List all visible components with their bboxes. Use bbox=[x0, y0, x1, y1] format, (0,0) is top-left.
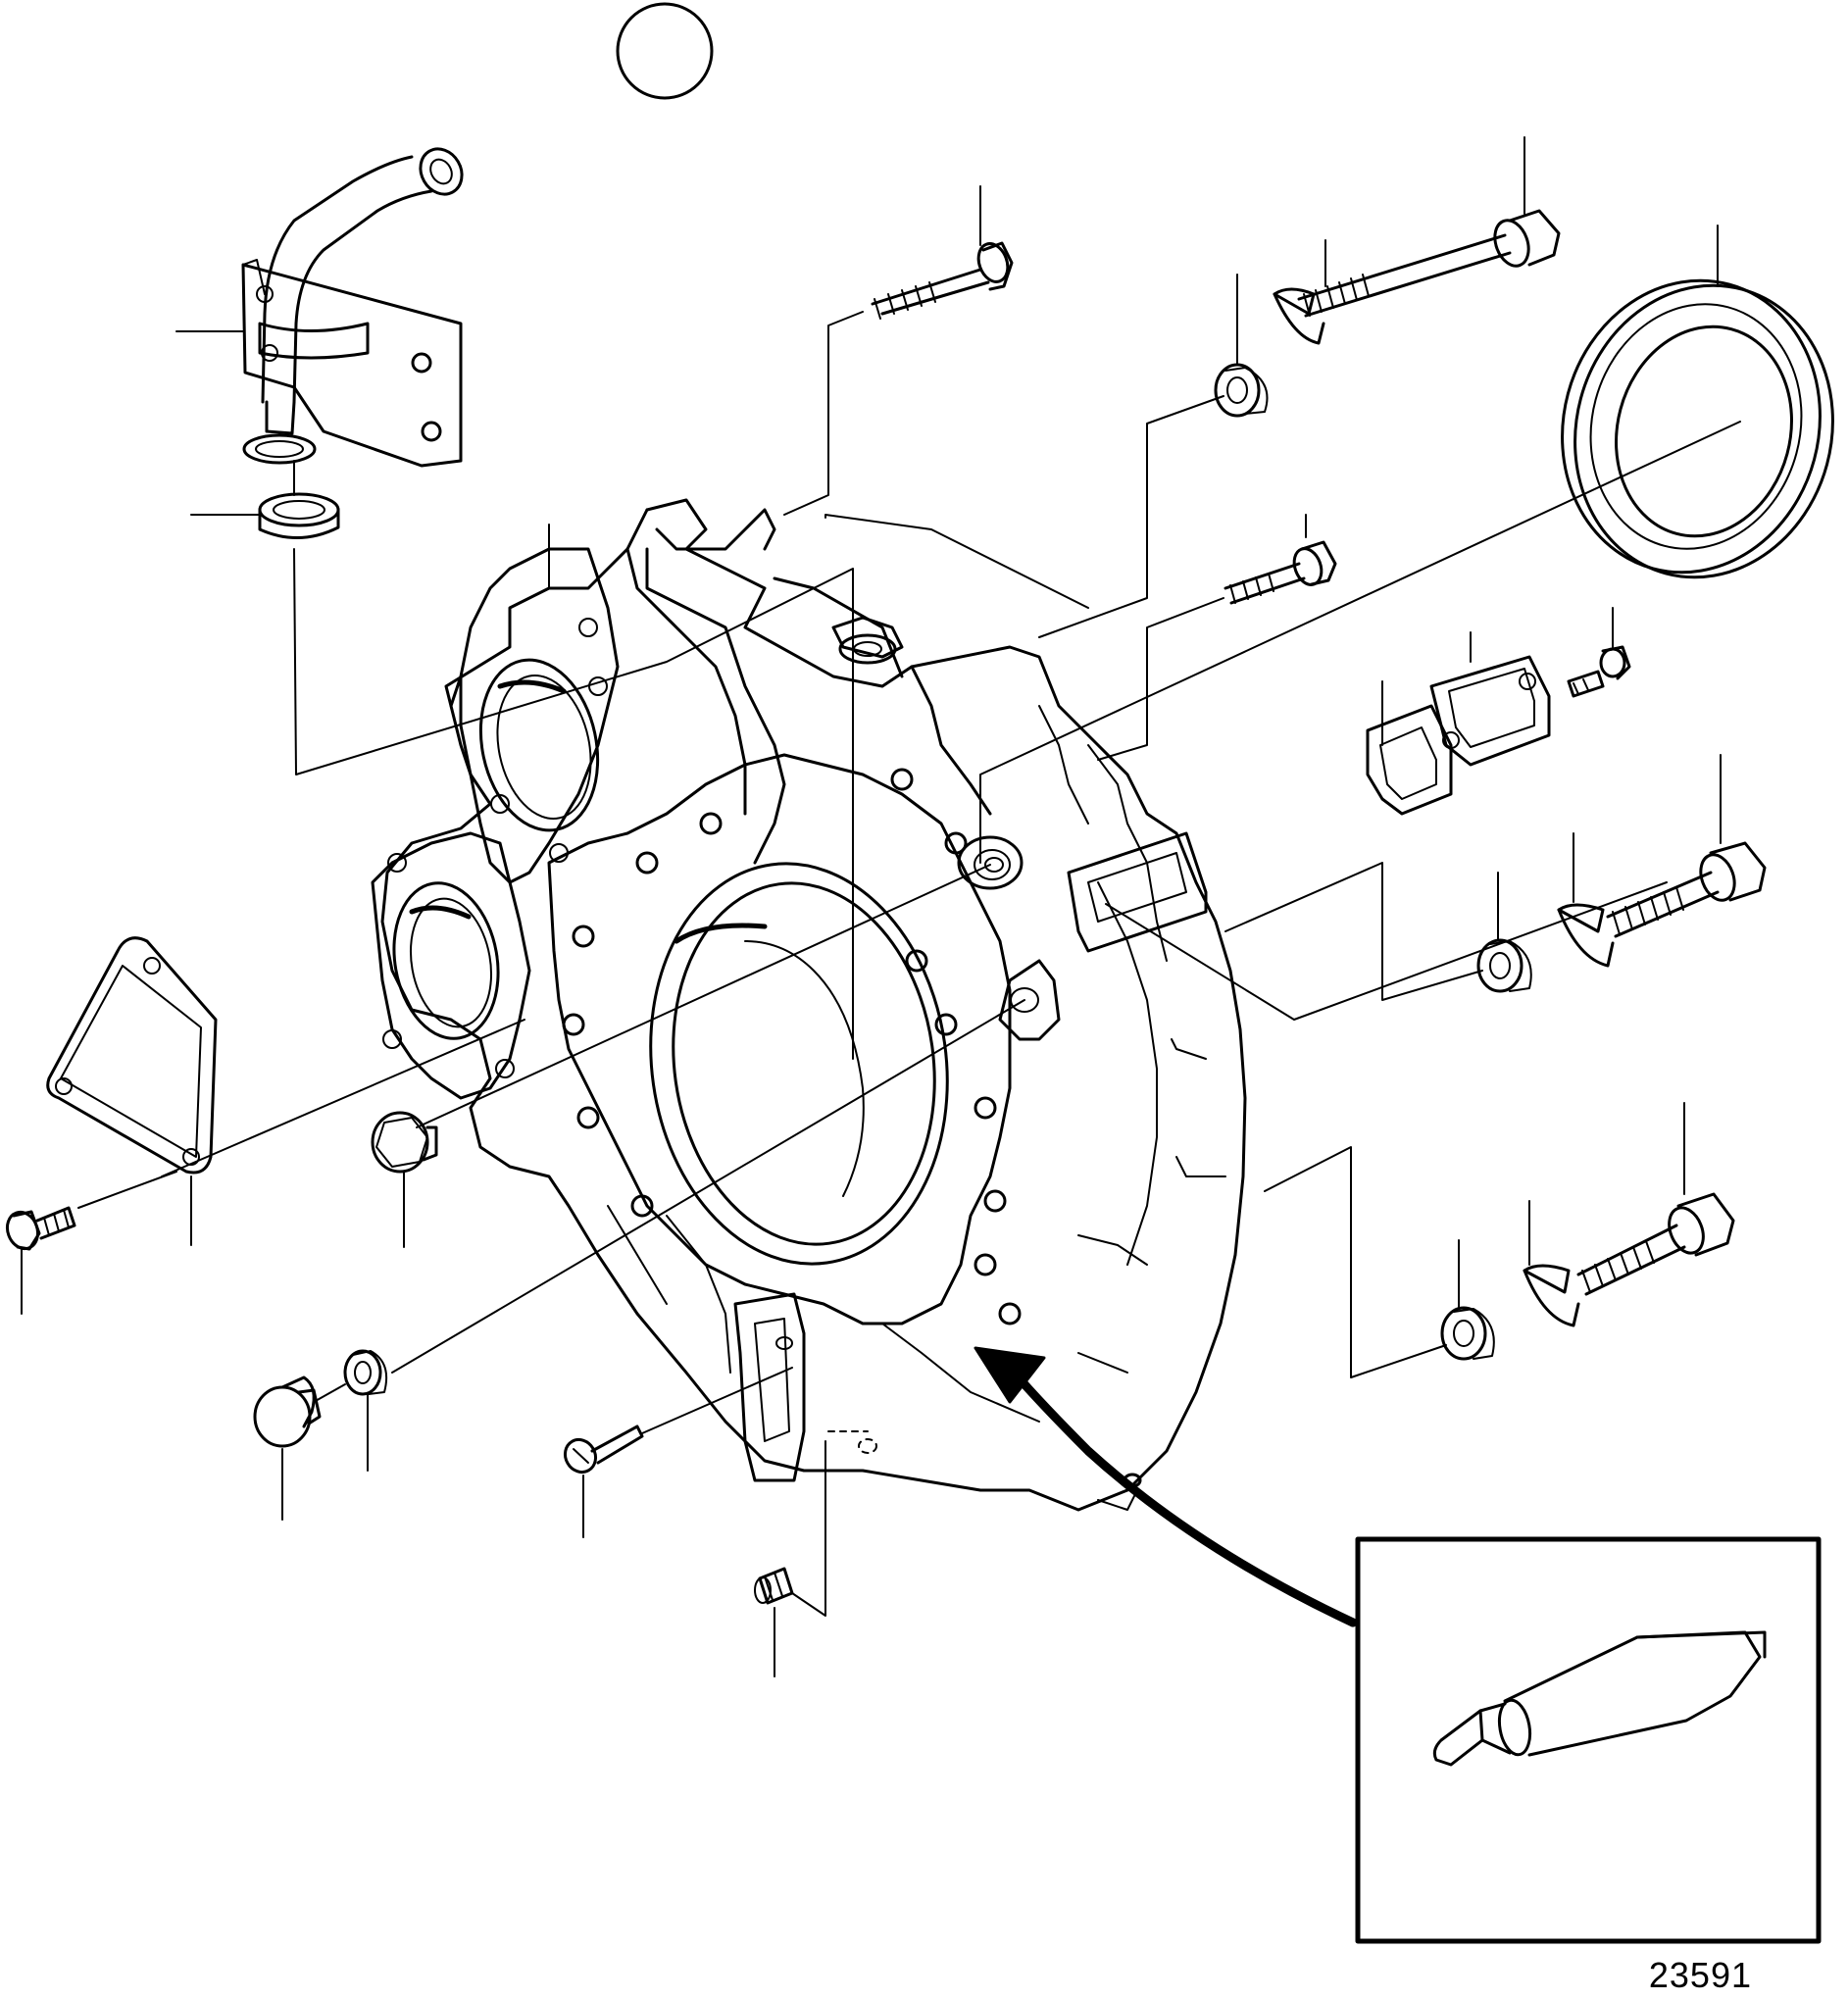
coolant-pipe-assembly bbox=[241, 147, 464, 539]
figure-reference-number: 23591 bbox=[1648, 1955, 1752, 1995]
plug-hex bbox=[371, 1111, 438, 1174]
flywheel-housing bbox=[371, 498, 1247, 1512]
sealant-tube-icon bbox=[1432, 1630, 1767, 1767]
explosion-lines bbox=[21, 136, 1741, 1677]
washer-flat-middle bbox=[1476, 938, 1532, 993]
cover-plate-small bbox=[1366, 704, 1453, 816]
bolt-right-lower bbox=[1576, 1192, 1735, 1296]
washer-plug bbox=[343, 1349, 388, 1396]
washer-spring-upper bbox=[1273, 287, 1325, 345]
screw-bottom-slotted bbox=[563, 1425, 644, 1475]
bolt-upper-center bbox=[871, 241, 1014, 320]
washer-flat-upper bbox=[1214, 363, 1269, 418]
cover-plate-left bbox=[46, 936, 218, 1175]
crankshaft-seal bbox=[1561, 278, 1834, 579]
bolt-right-middle bbox=[1606, 841, 1767, 938]
sealant-arrowhead bbox=[974, 1346, 1046, 1404]
washer-spring-middle bbox=[1557, 903, 1615, 968]
plug-round bbox=[253, 1375, 322, 1448]
gasket-small bbox=[1429, 655, 1551, 767]
bolt-mid-right bbox=[1224, 540, 1337, 605]
screw-left bbox=[5, 1206, 76, 1251]
washer-spring-lower bbox=[1523, 1264, 1580, 1327]
stud-bottom bbox=[754, 1567, 794, 1605]
position-marker-circle-icon bbox=[616, 2, 714, 100]
screw-small-right bbox=[1567, 645, 1631, 698]
sealant-inset-box bbox=[1355, 1536, 1822, 1944]
bolt-upper-right bbox=[1297, 209, 1561, 318]
sealant-arrow bbox=[1005, 1363, 1358, 1627]
washer-flat-lower bbox=[1440, 1306, 1495, 1361]
